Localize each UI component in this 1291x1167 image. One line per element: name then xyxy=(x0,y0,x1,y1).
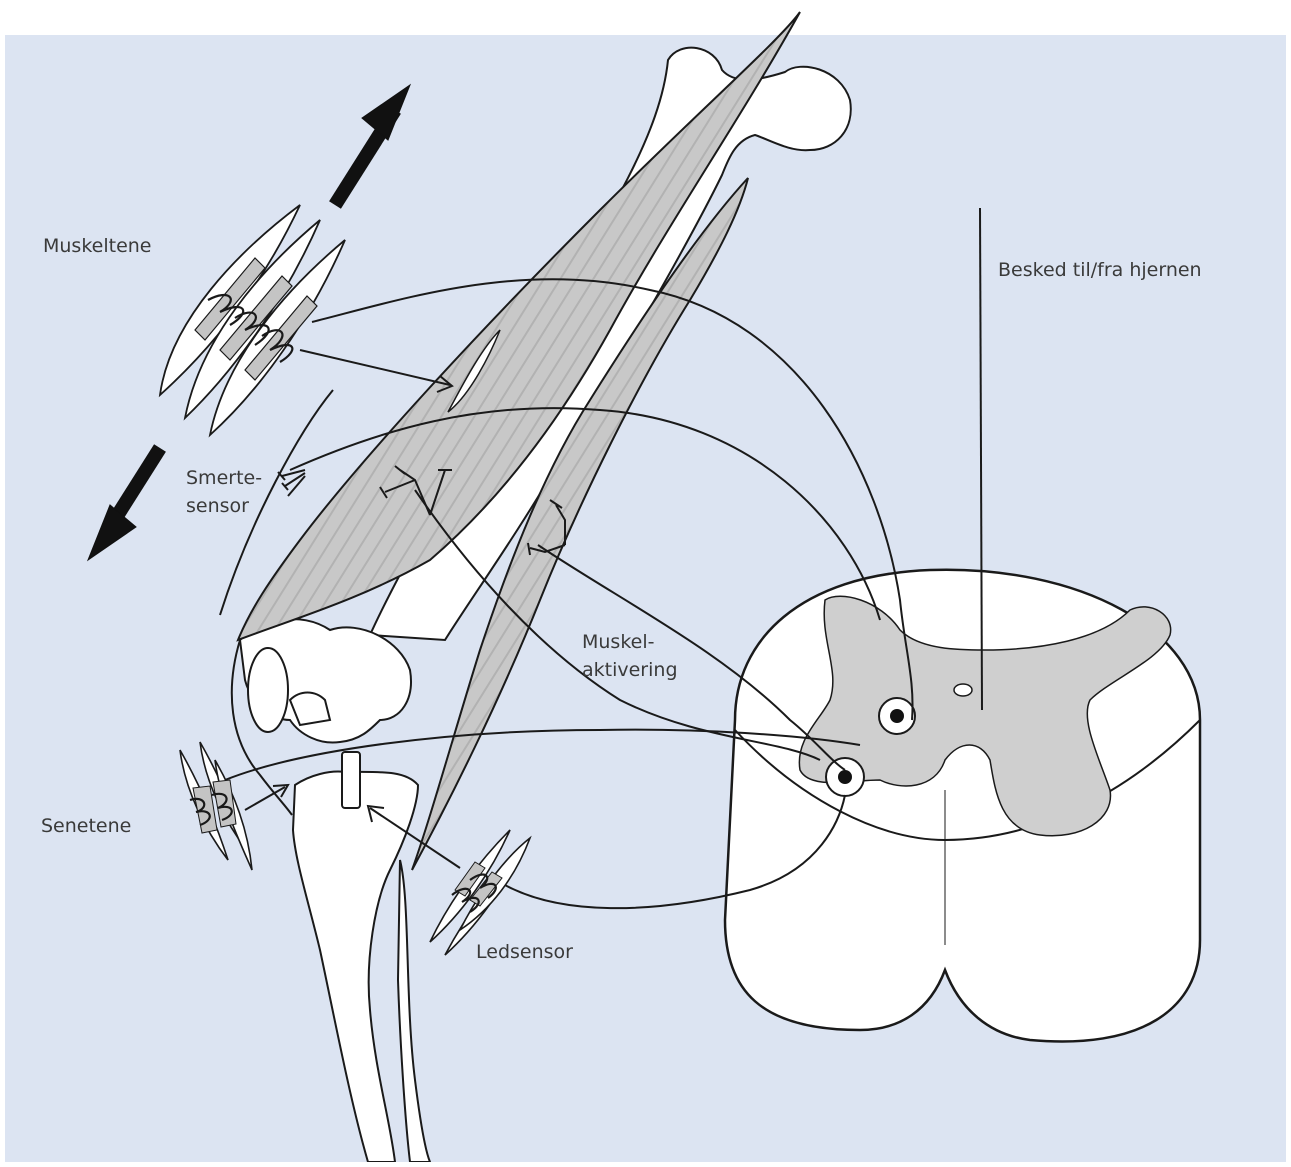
label-senetene: Senetene xyxy=(41,815,131,837)
label-smerte-1: Smerte- xyxy=(186,467,262,489)
label-muskeltene: Muskeltene xyxy=(43,235,152,257)
label-besked: Besked til/fra hjernen xyxy=(998,259,1202,281)
label-smerte-2: sensor xyxy=(186,495,249,517)
motor-neuron-2-nucleus xyxy=(838,770,852,784)
central-canal xyxy=(954,684,972,696)
motor-neuron-1-nucleus xyxy=(890,709,904,723)
spinal-cord xyxy=(725,570,1200,1042)
patella xyxy=(248,648,288,732)
label-muskel-1: Muskel- xyxy=(582,631,654,653)
label-muskel-2: aktivering xyxy=(582,659,678,681)
knee-joint-cartilage xyxy=(342,752,360,808)
label-ledsensor: Ledsensor xyxy=(476,941,573,963)
